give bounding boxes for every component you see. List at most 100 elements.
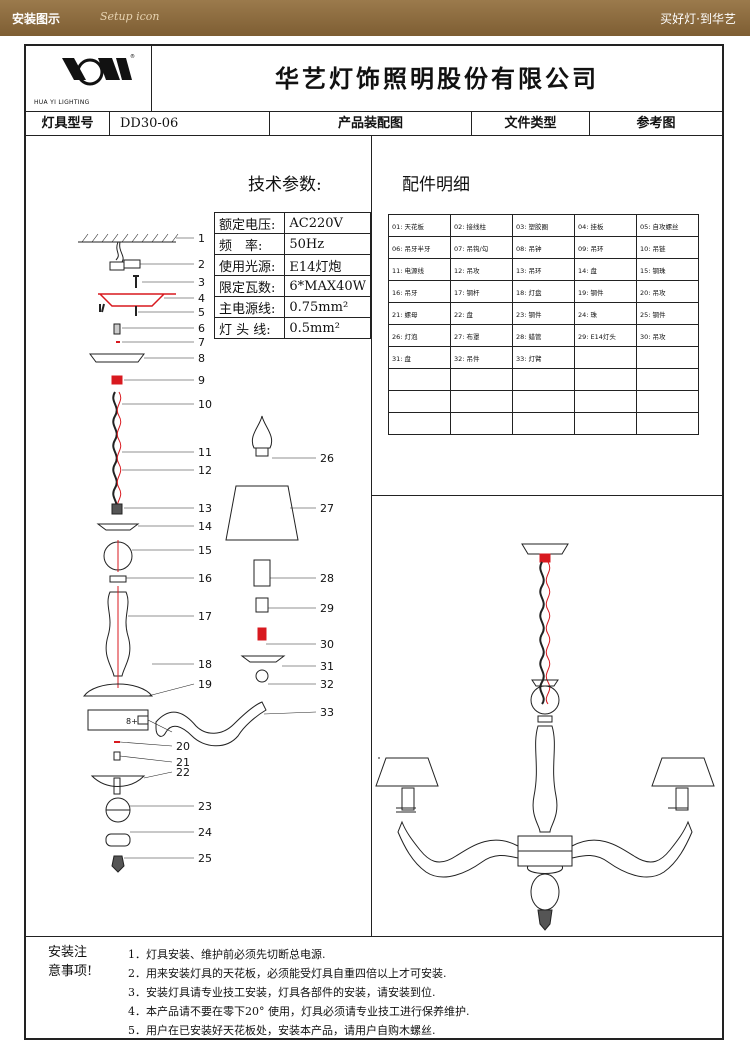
callout-number: 32 — [320, 678, 334, 691]
parts-cell: 25: 钢件 — [636, 302, 699, 325]
sheet-header: ® HUA YI LIGHTING 华艺灯饰照明股份有限公司 — [26, 46, 722, 112]
banner-script: Setup icon — [100, 10, 160, 23]
model-label: 灯具型号 — [26, 112, 110, 136]
callout-number: 6 — [198, 322, 205, 335]
parts-cell — [388, 368, 451, 391]
huayi-logo-icon: ® — [62, 53, 135, 86]
parts-cell: 18: 灯盘 — [512, 280, 575, 303]
parts-cell — [450, 412, 513, 435]
parts-cell — [574, 390, 637, 413]
parts-cell — [636, 412, 699, 435]
parts-cell: 17: 钢杆 — [450, 280, 513, 303]
callout-number: 15 — [198, 544, 212, 557]
parts-cell: 20: 吊攻 — [636, 280, 699, 303]
callout-number: 18 — [198, 658, 212, 671]
callout-number: 12 — [198, 464, 212, 477]
installation-notes: 安装注 意事项! 1．灯具安装、维护前必须先切断总电源. 2．用来安装灯具的天花… — [26, 936, 722, 1038]
doc-type-value: 参考图 — [636, 116, 676, 131]
parts-cell: 11: 电源线 — [388, 258, 451, 281]
banner-title: 安装图示 — [12, 12, 61, 26]
notes-list: 1．灯具安装、维护前必须先切断总电源. 2．用来安装灯具的天花板，必须能受灯具自… — [128, 945, 470, 1040]
param-value: 0.5mm² — [284, 317, 371, 339]
top-banner: 安装图示 Setup icon 买好灯·到华艺 — [0, 0, 750, 36]
note-item: 1．灯具安装、维护前必须先切断总电源. — [128, 948, 326, 961]
callout-number: 9 — [198, 374, 205, 387]
callout-number: 7 — [198, 336, 205, 349]
callout-number: 31 — [320, 660, 334, 673]
callout-number: 33 — [320, 706, 334, 719]
callout-number: 24 — [198, 826, 212, 839]
parts-title: 配件明细 — [402, 175, 470, 195]
callout-number: 10 — [198, 398, 212, 411]
callout-number: 1 — [198, 232, 205, 245]
parts-cell: 14: 盘 — [574, 258, 637, 281]
callout-number: 28 — [320, 572, 334, 585]
parts-cell: 10: 吊链 — [636, 236, 699, 259]
parts-cell — [512, 412, 575, 435]
notes-label-line: 意事项! — [48, 964, 93, 979]
assembled-chandelier-drawing — [375, 543, 715, 931]
note-item: 2．用来安装灯具的天花板，必须能受灯具自重四倍以上才可安装. — [128, 967, 447, 980]
svg-text:8+: 8+ — [126, 717, 138, 726]
callout-number: 5 — [198, 306, 205, 319]
parts-cell: 08: 吊钟 — [512, 236, 575, 259]
parts-cell — [574, 412, 637, 435]
parts-row — [388, 390, 699, 413]
doc-type-label: 文件类型 — [472, 112, 590, 136]
callout-number: 14 — [198, 520, 212, 533]
logo-text: HUA YI LIGHTING — [34, 99, 90, 106]
note-item: 4．本产品请不要在零下20° 使用，灯具必须请专业技工进行保养维护. — [128, 1005, 470, 1018]
info-row: 灯具型号 DD30-06 产品装配图 文件类型 参考图 — [26, 112, 722, 136]
callout-number: 22 — [176, 766, 190, 779]
parts-cell: 26: 灯泡 — [388, 324, 451, 347]
callout-number: 16 — [198, 572, 212, 585]
parts-cell — [636, 346, 699, 369]
parts-cell: 06: 吊牙半牙 — [388, 236, 451, 259]
parts-row — [388, 368, 699, 391]
parts-cell: 23: 钢件 — [512, 302, 575, 325]
logo: ® HUA YI LIGHTING — [26, 46, 152, 112]
parts-cell: 28: 蜡管 — [512, 324, 575, 347]
callout-number: 20 — [176, 740, 190, 753]
parts-cell: 09: 吊环 — [574, 236, 637, 259]
parts-cell: 02: 接线柱 — [450, 214, 513, 237]
exploded-diagram: 8+ — [78, 232, 334, 873]
notes-label-line: 安装注 — [48, 945, 88, 960]
param-value: E14灯炮 — [284, 254, 371, 276]
note-item: 3．安装灯具请专业技工安装，灯具各部件的安装，请安装到位. — [128, 986, 436, 999]
parts-cell: 04: 挂板 — [574, 214, 637, 237]
parts-cell: 03: 塑胶圈 — [512, 214, 575, 237]
assembly-sheet: ® HUA YI LIGHTING 华艺灯饰照明股份有限公司 灯具型号 DD30… — [24, 44, 724, 1040]
param-key: 使用光源: — [213, 254, 286, 276]
parts-cell — [388, 390, 451, 413]
parts-cell: 33: 灯臂 — [512, 346, 575, 369]
parts-cell — [450, 390, 513, 413]
parts-cell: 16: 吊牙 — [388, 280, 451, 303]
parts-cell — [388, 412, 451, 435]
parts-cell: 29: E14灯头 — [574, 324, 637, 347]
parts-cell: 05: 自攻螺丝 — [636, 214, 699, 237]
callout-number: 21 — [176, 756, 190, 769]
parts-cell: 31: 盘 — [388, 346, 451, 369]
callout-number: 8 — [198, 352, 205, 365]
parts-row — [388, 412, 699, 435]
document-name: 产品装配图 — [270, 112, 472, 136]
parts-cell: 12: 吊攻 — [450, 258, 513, 281]
parts-cell — [636, 368, 699, 391]
param-key: 额定电压: — [213, 212, 286, 234]
param-value: 50Hz — [284, 233, 371, 255]
parts-cell: 01: 天花板 — [388, 214, 451, 237]
param-key: 灯 头 线: — [213, 317, 286, 339]
parts-cell — [512, 390, 575, 413]
callout-number: 25 — [198, 852, 212, 865]
parts-cell: 30: 吊攻 — [636, 324, 699, 347]
callout-number: 3 — [198, 276, 205, 289]
model-value: DD30-06 — [110, 112, 270, 136]
